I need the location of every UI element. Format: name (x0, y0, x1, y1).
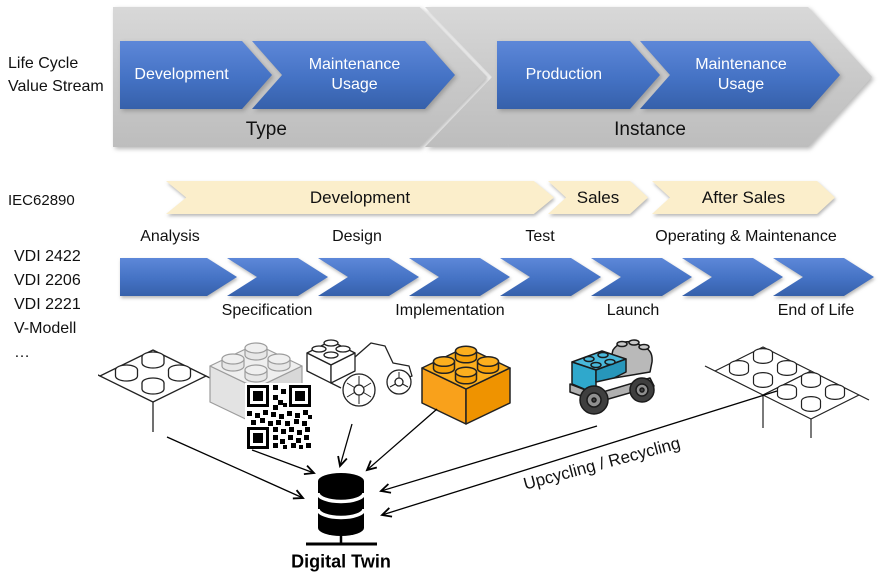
process-chevron-6 (591, 258, 692, 296)
iec-phase-sales-band: Sales (548, 181, 648, 214)
standard-v-modell: V-Modell (14, 320, 77, 337)
phase-analysis-label: Analysis (140, 228, 200, 245)
phase-operating-maintenance-label: Operating & Maintenance (655, 228, 837, 245)
arrow-car-wireframe-to-twin (337, 423, 353, 468)
stage-maintenance-usage-type-chevron: Maintenance Usage (252, 41, 455, 109)
iec-phase-sales-label: Sales (576, 187, 620, 207)
phase-test-label: Test (525, 228, 555, 245)
iec62890-label: IEC62890 (8, 192, 75, 209)
standards-list: VDI 2422 VDI 2206 VDI 2221 V-Modell … (14, 245, 81, 365)
phase-design-label: Design (332, 228, 382, 245)
phase-launch-label: Launch (606, 302, 660, 319)
lego-brick-gray-icon (209, 342, 303, 425)
instance-caption: Instance (614, 119, 686, 140)
database-icon (306, 473, 377, 546)
upcycling-recycling-label: Upcycling / Recycling (521, 433, 683, 494)
iec-phase-after-sales-band: After Sales (652, 181, 835, 214)
lego-plate-wireframe-icon (98, 349, 210, 432)
type-caption: Type (245, 119, 287, 140)
lego-brick-orange-icon (421, 345, 511, 425)
standard-vdi-2422: VDI 2422 (14, 248, 81, 265)
lego-car-colored-icon (569, 339, 655, 415)
lego-car-wireframe-icon (306, 339, 413, 407)
process-chevron-8 (773, 258, 874, 296)
stage-maintenance-usage-type-label: Maintenance Usage (308, 56, 401, 93)
lifecycle-value-stream-label: Life Cycle Value Stream (8, 52, 104, 98)
stage-maintenance-usage-instance-chevron: Maintenance Usage (640, 41, 840, 109)
standard-vdi-2221: VDI 2221 (14, 296, 81, 313)
standard-ellipsis: … (14, 344, 30, 361)
phase-implementation-label: Implementation (395, 302, 505, 319)
process-chevron-1 (120, 258, 237, 296)
process-chevron-7 (682, 258, 783, 296)
stage-production-chevron: Production (497, 41, 660, 109)
iec-phase-development-label: Development (309, 187, 411, 207)
stage-maintenance-usage-instance-label: Maintenance Usage (695, 56, 787, 93)
standard-vdi-2206: VDI 2206 (14, 272, 81, 289)
process-chevron-4 (409, 258, 510, 296)
lifecycle-label-line2: Value Stream (8, 78, 104, 95)
phase-specification-label: Specification (221, 302, 313, 319)
process-chevron-5 (500, 258, 601, 296)
iec-phase-after-sales-label: After Sales (701, 187, 786, 207)
lego-plates-wireframe-icon (704, 346, 870, 438)
arrow-qr-to-twin (251, 449, 316, 476)
stage-development-label: Development (134, 66, 229, 83)
phase-end-of-life-label: End of Life (777, 302, 855, 319)
process-chevron-2 (227, 258, 328, 296)
digital-twin-label: Digital Twin (291, 551, 391, 572)
process-chevron-3 (318, 258, 419, 296)
lifecycle-label-line1: Life Cycle (8, 55, 79, 72)
stage-development-chevron: Development (120, 41, 272, 109)
stage-production-label: Production (525, 66, 603, 83)
iec-phase-development-band: Development (166, 181, 554, 214)
